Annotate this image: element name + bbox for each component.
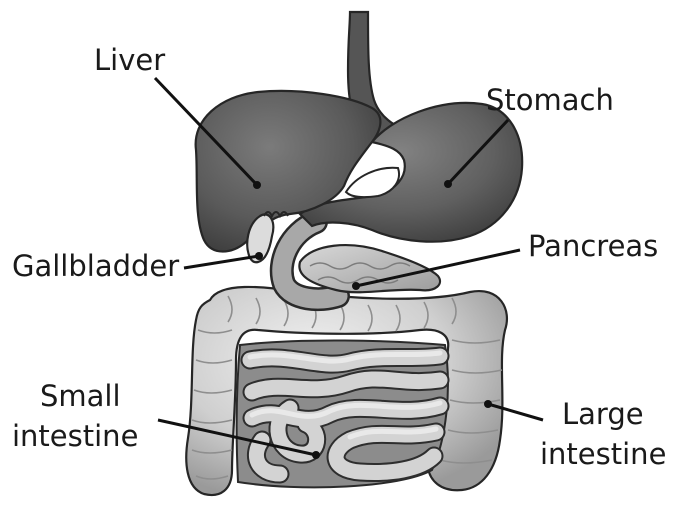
- label-small-intestine-line1: Small: [40, 379, 121, 413]
- label-stomach: Stomach: [486, 83, 614, 117]
- stomach-leader: [446, 118, 510, 186]
- pancreas: [298, 244, 442, 294]
- gallbladder-pointer-dot: [255, 252, 263, 260]
- pancreas-leader: [355, 248, 521, 288]
- label-gallbladder: Gallbladder: [12, 249, 179, 283]
- liver-leader: [153, 76, 259, 187]
- label-large-intestine-line1: Large: [562, 397, 644, 431]
- pancreas-pointer-dot: [352, 282, 360, 290]
- gallbladder: [246, 211, 289, 264]
- small-intestine-pointer-dot: [312, 451, 320, 459]
- small-intestine: [235, 339, 450, 489]
- gallbladder-leader: [183, 254, 260, 270]
- label-liver: Liver: [94, 43, 165, 77]
- label-large-intestine-line2: intestine: [540, 437, 666, 471]
- label-small-intestine-line2: intestine: [12, 419, 138, 453]
- small-intestine-leader: [157, 418, 317, 457]
- leader-lines: [153, 76, 544, 459]
- large-intestine-pointer-dot: [484, 400, 492, 408]
- large-intestine-leader: [487, 402, 544, 422]
- labels: Liver Stomach Gallbladder Pancreas Small…: [12, 43, 666, 471]
- label-pancreas: Pancreas: [528, 229, 658, 263]
- large-intestine: [185, 285, 508, 497]
- liver: [194, 89, 382, 253]
- stomach-pointer-dot: [444, 180, 452, 188]
- liver-pointer-dot: [253, 181, 261, 189]
